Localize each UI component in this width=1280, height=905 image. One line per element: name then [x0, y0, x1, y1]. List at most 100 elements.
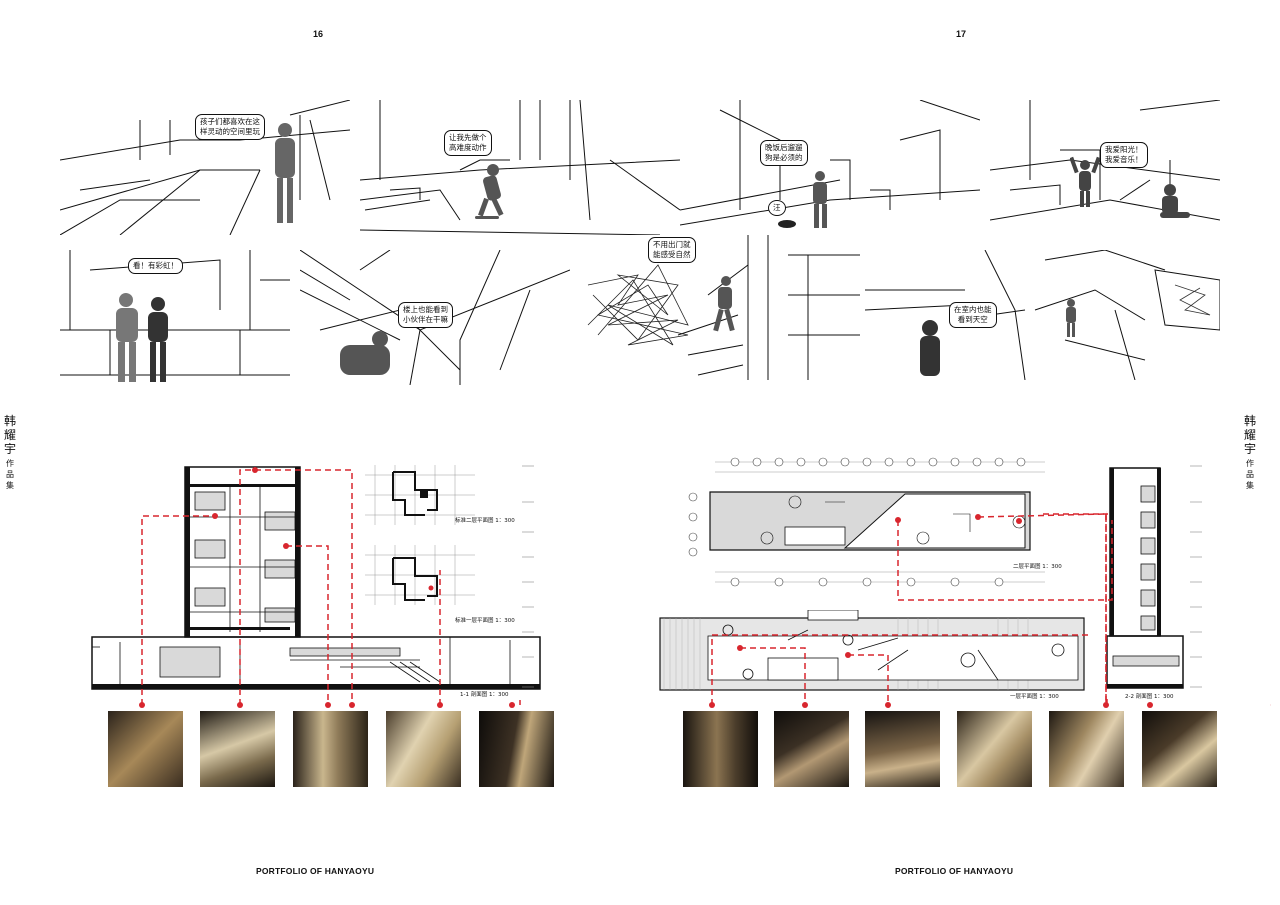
title-char: 宇: [3, 442, 16, 456]
comic-panel-1: 孩子们都喜欢在这 样灵动的空间里玩: [60, 100, 350, 235]
plan-std-1: 标准一层平面图 1：300: [365, 540, 545, 626]
page-number-left: 16: [313, 29, 324, 39]
window-tree-scribble: [1174, 284, 1211, 316]
model-photo-2: [200, 711, 275, 787]
jumper-figure: [1070, 155, 1100, 210]
title-char: 耀: [3, 428, 16, 442]
model-photo-8: [865, 711, 940, 787]
speech-bubble-3b: 汪: [768, 200, 786, 216]
speech-bubble-4: 我爱阳光！ 我爱音乐！: [1100, 142, 1148, 168]
plan-std-2: 标准二层平面图 1：300: [365, 460, 545, 540]
comic-panel-2: 让我先做个 高难度动作: [360, 100, 680, 235]
model-photo-10: [1049, 711, 1124, 787]
sketch-interior-2: [360, 100, 680, 235]
section-2-2: 2-2 剖面图 1：300: [1105, 466, 1195, 706]
side-subtitle-right: 作 品 集: [1243, 458, 1257, 491]
model-photo-1: [108, 711, 183, 787]
bubble-line: 在室内也能: [954, 305, 992, 314]
plan-floor-2-label: 二层平面图 1：300: [1013, 564, 1062, 570]
bubble-line: 楼上也能看到: [403, 305, 448, 314]
people-figure-2: [108, 288, 178, 385]
title-char: 宇: [1243, 442, 1256, 456]
plan-std-2-svg: [365, 465, 475, 525]
plan-std-2-label: 标准二层平面图 1：300: [455, 518, 515, 524]
people-figure-1: [265, 120, 305, 228]
speech-bubble-5: 看！有彩虹！: [128, 258, 183, 274]
comic-panel-3: 晚饭后遛遛 狗是必须的 汪: [680, 100, 980, 235]
elevation-ticks-right: [1188, 462, 1208, 692]
plan-floor-2: 二层平面图 1：300: [685, 452, 1062, 597]
elevation-ticks-left: [520, 462, 540, 692]
speech-bubble-6: 楼上也能看到 小伙伴在干嘛: [398, 302, 453, 328]
subtitle-char: 品: [6, 470, 14, 479]
skater-figure: [475, 162, 515, 222]
comic-panel-5: 看！有彩虹！: [60, 250, 290, 385]
leaning-figure: [330, 325, 400, 385]
tree-scribble: [587, 264, 689, 346]
side-title-left: 韩 耀 宇: [3, 414, 17, 456]
model-photo-11: [1142, 711, 1217, 787]
bubble-line: 我爱音乐！: [1105, 155, 1143, 164]
subtitle-char: 集: [1246, 481, 1254, 490]
sketch-interior-7: [587, 235, 860, 380]
plan-floor-1-label: 一层平面图 1：300: [1010, 694, 1059, 700]
model-photo-6: [683, 711, 758, 787]
speech-bubble-8: 在室内也能 看到天空: [949, 302, 997, 328]
comic-panel-4: 我爱阳光！ 我爱音乐！: [990, 100, 1220, 235]
subtitle-char: 作: [1246, 459, 1254, 468]
section-2-2-svg: [1106, 467, 1184, 689]
title-char: 韩: [3, 414, 16, 428]
sketch-interior-8: [865, 250, 1220, 380]
bubble-line: 晚饭后遛遛: [765, 143, 803, 152]
bubble-line: 让我先做个: [449, 133, 487, 142]
subtitle-char: 集: [6, 481, 14, 490]
sketch-interior-5: [60, 250, 290, 376]
speech-bubble-1: 孩子们都喜欢在这 样灵动的空间里玩: [195, 114, 265, 140]
page-number-right: 17: [956, 29, 967, 39]
dog-figure: [776, 218, 798, 230]
bubble-line: 我爱阳光！: [1105, 145, 1143, 154]
footer-left: PORTFOLIO OF HANYAOYU: [256, 866, 375, 876]
bubble-line: 看到天空: [957, 315, 988, 324]
bubble-line: 小伙伴在干嘛: [403, 315, 448, 324]
walker-figure: [805, 170, 835, 230]
plan-floor-1: 一层平面图 1：300: [658, 609, 1088, 708]
model-photo-4: [386, 711, 461, 787]
plan-floor-2-svg: [688, 457, 1045, 587]
comic-panel-6: 楼上也能看到 小伙伴在干嘛: [300, 250, 570, 385]
red-connectors-left: [139, 467, 521, 708]
stairs-walker-figure: [708, 275, 742, 335]
hooded-figure: [915, 318, 945, 380]
model-photo-9: [957, 711, 1032, 787]
bubble-line: 不用出门就: [653, 240, 691, 249]
model-photo-5: [479, 711, 554, 787]
speech-bubble-7: 不用出门就 能感受自然: [648, 237, 696, 263]
small-figure: [1063, 298, 1079, 338]
bubble-line: 高难度动作: [449, 143, 487, 152]
subtitle-char: 品: [1246, 470, 1254, 479]
red-connectors-right: [709, 512, 1153, 708]
musician-figure: [1150, 180, 1195, 225]
comic-panel-7: 不用出门就 能感受自然: [578, 235, 860, 380]
section-2-2-label: 2-2 剖面图 1：300: [1125, 694, 1174, 700]
section-1-1-svg: [91, 466, 541, 690]
bubble-line: 能感受自然: [653, 250, 691, 259]
speech-bubble-2: 让我先做个 高难度动作: [444, 130, 492, 156]
sketch-interior-1: [60, 100, 350, 235]
model-photo-7: [774, 711, 849, 787]
model-photo-3: [293, 711, 368, 787]
title-char: 韩: [1243, 414, 1256, 428]
plan-std-1-label: 标准一层平面图 1：300: [455, 618, 515, 624]
side-title-right: 韩 耀 宇: [1243, 414, 1257, 456]
bubble-line: 样灵动的空间里玩: [200, 127, 260, 136]
title-char: 耀: [1243, 428, 1256, 442]
speech-bubble-3: 晚饭后遛遛 狗是必须的: [760, 140, 808, 166]
side-subtitle-left: 作 品 集: [3, 458, 17, 491]
footer-right: PORTFOLIO OF HANYAOYU: [895, 866, 1014, 876]
bubble-line: 孩子们都喜欢在这: [200, 117, 260, 126]
plan-floor-1-svg: [659, 609, 1085, 691]
comic-panel-8: 在室内也能 看到天空: [865, 250, 1220, 380]
section-1-1-label: 1-1 剖面图 1：300: [460, 692, 509, 698]
section-drawing-left: 1-1 剖面图 1：300: [90, 462, 550, 702]
plan-std-1-svg: [365, 545, 475, 605]
